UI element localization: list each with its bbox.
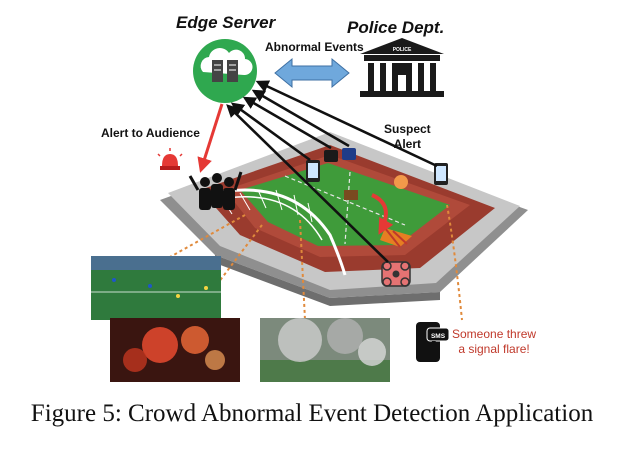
police-dept-label: Police Dept. xyxy=(347,18,444,38)
sms-badge: SMS xyxy=(431,333,446,340)
abnormal-events-label: Abnormal Events xyxy=(265,40,364,54)
suspect-alert-label: Suspect Alert xyxy=(384,122,431,152)
camera-feed-pitch xyxy=(91,256,221,320)
dog-figure xyxy=(344,190,358,200)
suspect-highlight xyxy=(394,175,408,189)
edge-server-label: Edge Server xyxy=(176,13,275,33)
siren-icon xyxy=(158,148,182,170)
police-station-icon: POLICE xyxy=(360,38,444,97)
sms-message-text: Someone threw a signal flare! xyxy=(452,327,536,357)
smartphone-icon-left xyxy=(306,160,320,182)
drone-icon xyxy=(382,262,410,286)
figure-caption: Figure 5: Crowd Abnormal Event Detection… xyxy=(0,400,624,428)
abnormal-events-arrow xyxy=(275,59,349,87)
camera-feed-pitch-smoke xyxy=(260,318,390,382)
alert-arrow xyxy=(201,104,222,170)
police-sign: POLICE xyxy=(393,47,412,53)
sms-phone-icon: SMS xyxy=(416,322,449,362)
alert-to-audience-label: Alert to Audience xyxy=(101,126,200,140)
camera-feed-crowd-flares xyxy=(110,318,240,382)
cloud-server-icon xyxy=(193,39,257,103)
